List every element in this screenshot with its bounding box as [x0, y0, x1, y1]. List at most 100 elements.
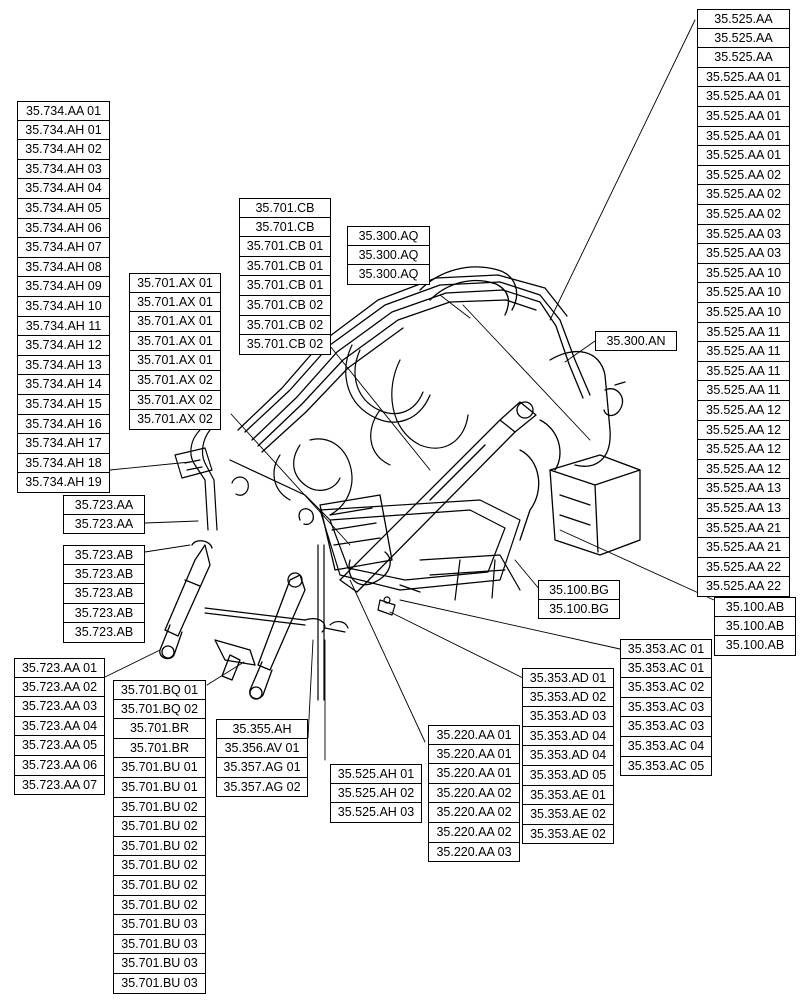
part-code-label[interactable]: 35.525.AA 01 [697, 126, 790, 147]
part-code-label[interactable]: 35.353.AC 02 [620, 678, 712, 698]
part-code-label[interactable]: 35.701.CB 01 [239, 237, 331, 257]
part-code-label[interactable]: 35.723.AA 02 [14, 677, 105, 698]
part-code-label[interactable]: 35.300.AN [595, 331, 677, 351]
part-code-label[interactable]: 35.734.AH 19 [17, 473, 110, 493]
part-code-label[interactable]: 35.525.AA 13 [697, 479, 790, 499]
part-code-label[interactable]: 35.525.AA 21 [697, 538, 790, 558]
part-code-label[interactable]: 35.701.AX 01 [129, 351, 221, 371]
part-code-label[interactable]: 35.353.AC 03 [620, 697, 712, 718]
part-code-label[interactable]: 35.701.BU 02 [113, 876, 206, 896]
part-code-label[interactable]: 35.701.AX 02 [129, 371, 221, 391]
part-code-label[interactable]: 35.525.AH 01 [330, 764, 422, 784]
part-code-label[interactable]: 35.300.AQ [347, 245, 430, 266]
part-code-label[interactable]: 35.353.AC 05 [620, 756, 712, 777]
part-code-label[interactable]: 35.355.AH [216, 719, 308, 739]
part-code-label[interactable]: 35.723.AB [63, 564, 145, 585]
part-code-label[interactable]: 35.701.BU 01 [113, 778, 206, 798]
part-code-label[interactable]: 35.525.AA 10 [697, 303, 790, 323]
part-code-label[interactable]: 35.525.AA 11 [697, 361, 790, 382]
part-code-label[interactable]: 35.701.BR [113, 719, 206, 739]
part-code-label[interactable]: 35.723.AA [63, 495, 145, 515]
part-code-label[interactable]: 35.525.AA 12 [697, 420, 790, 441]
part-code-label[interactable]: 35.701.BU 03 [113, 934, 206, 955]
part-code-label[interactable]: 35.734.AH 02 [17, 140, 110, 160]
part-code-label[interactable]: 35.525.AA [697, 9, 790, 29]
part-code-label[interactable]: 35.220.AA 03 [428, 842, 520, 863]
part-code-label[interactable]: 35.525.AA 01 [697, 146, 790, 166]
part-code-label[interactable]: 35.525.AA 12 [697, 401, 790, 421]
part-code-label[interactable]: 35.525.AA 01 [697, 107, 790, 127]
part-code-label[interactable]: 35.723.AB [63, 623, 145, 643]
part-code-label[interactable]: 35.357.AG 01 [216, 758, 308, 778]
part-code-label[interactable]: 35.100.AB [714, 616, 796, 637]
part-code-label[interactable]: 35.353.AD 01 [522, 668, 614, 688]
part-code-label[interactable]: 35.701.CB 02 [239, 335, 331, 355]
part-code-label[interactable]: 35.353.AD 02 [522, 687, 614, 708]
part-code-label[interactable]: 35.353.AD 05 [522, 766, 614, 786]
part-code-label[interactable]: 35.701.BU 03 [113, 954, 206, 974]
part-code-label[interactable]: 35.701.CB 01 [239, 256, 331, 277]
part-code-label[interactable]: 35.353.AD 04 [522, 726, 614, 747]
part-code-label[interactable]: 35.701.BU 02 [113, 895, 206, 916]
part-code-label[interactable]: 35.701.AX 01 [129, 331, 221, 352]
part-code-label[interactable]: 35.701.CB 02 [239, 315, 331, 336]
part-code-label[interactable]: 35.525.AH 03 [330, 803, 422, 823]
part-code-label[interactable]: 35.525.AA 22 [697, 577, 790, 597]
part-code-label[interactable]: 35.353.AE 01 [522, 785, 614, 806]
part-code-label[interactable]: 35.100.AB [714, 636, 796, 656]
part-code-label[interactable]: 35.353.AC 01 [620, 639, 712, 659]
part-code-label[interactable]: 35.701.CB 01 [239, 276, 331, 296]
part-code-label[interactable]: 35.701.BU 02 [113, 856, 206, 876]
part-code-label[interactable]: 35.353.AE 02 [522, 805, 614, 825]
part-code-label[interactable]: 35.100.BG [538, 599, 620, 620]
part-code-label[interactable]: 35.701.AX 01 [129, 312, 221, 332]
part-code-label[interactable]: 35.734.AH 06 [17, 218, 110, 239]
part-code-label[interactable]: 35.723.AB [63, 584, 145, 604]
part-code-label[interactable]: 35.356.AV 01 [216, 738, 308, 759]
part-code-label[interactable]: 35.734.AA 01 [17, 101, 110, 121]
part-code-label[interactable]: 35.353.AC 03 [620, 717, 712, 737]
part-code-label[interactable]: 35.525.AA 02 [697, 165, 790, 186]
part-code-label[interactable]: 35.701.CB [239, 217, 331, 238]
part-code-label[interactable]: 35.734.AH 03 [17, 159, 110, 180]
part-code-label[interactable]: 35.525.AA 03 [697, 244, 790, 264]
part-code-label[interactable]: 35.734.AH 15 [17, 395, 110, 415]
part-code-label[interactable]: 35.723.AA 07 [14, 775, 105, 796]
part-code-label[interactable]: 35.723.AB [63, 545, 145, 565]
part-code-label[interactable]: 35.525.AA 21 [697, 518, 790, 539]
part-code-label[interactable]: 35.701.AX 01 [129, 292, 221, 313]
part-code-label[interactable]: 35.723.AA 04 [14, 716, 105, 737]
part-code-label[interactable]: 35.723.AA [63, 514, 145, 535]
part-code-label[interactable]: 35.525.AA 12 [697, 440, 790, 460]
part-code-label[interactable]: 35.353.AE 02 [522, 824, 614, 845]
part-code-label[interactable]: 35.701.BU 01 [113, 758, 206, 778]
part-code-label[interactable]: 35.300.AQ [347, 226, 430, 246]
part-code-label[interactable]: 35.525.AA 11 [697, 342, 790, 362]
part-code-label[interactable]: 35.701.BU 03 [113, 974, 206, 994]
part-code-label[interactable]: 35.734.AH 12 [17, 336, 110, 356]
part-code-label[interactable]: 35.701.BQ 02 [113, 699, 206, 720]
part-code-label[interactable]: 35.220.AA 02 [428, 803, 520, 823]
part-code-label[interactable]: 35.734.AH 16 [17, 414, 110, 435]
part-code-label[interactable]: 35.701.AX 02 [129, 390, 221, 411]
part-code-label[interactable]: 35.525.AA 01 [697, 87, 790, 107]
part-code-label[interactable]: 35.525.AA 03 [697, 224, 790, 245]
part-code-label[interactable]: 35.525.AA 12 [697, 459, 790, 480]
part-code-label[interactable]: 35.734.AH 08 [17, 257, 110, 278]
part-code-label[interactable]: 35.734.AH 14 [17, 375, 110, 395]
part-code-label[interactable]: 35.723.AA 01 [14, 658, 105, 678]
part-code-label[interactable]: 35.353.AD 04 [522, 746, 614, 766]
part-code-label[interactable]: 35.353.AC 01 [620, 658, 712, 679]
part-code-label[interactable]: 35.701.BR [113, 738, 206, 759]
part-code-label[interactable]: 35.701.BU 02 [113, 797, 206, 818]
part-code-label[interactable]: 35.734.AH 09 [17, 277, 110, 297]
part-code-label[interactable]: 35.525.AA [697, 48, 790, 68]
part-code-label[interactable]: 35.701.BU 02 [113, 817, 206, 837]
part-code-label[interactable]: 35.734.AH 17 [17, 434, 110, 454]
part-code-label[interactable]: 35.525.AA [697, 28, 790, 49]
part-code-label[interactable]: 35.353.AC 04 [620, 737, 712, 757]
part-code-label[interactable]: 35.220.AA 01 [428, 744, 520, 765]
part-code-label[interactable]: 35.525.AA 11 [697, 381, 790, 401]
part-code-label[interactable]: 35.220.AA 01 [428, 725, 520, 745]
part-code-label[interactable]: 35.525.AA 10 [697, 283, 790, 303]
